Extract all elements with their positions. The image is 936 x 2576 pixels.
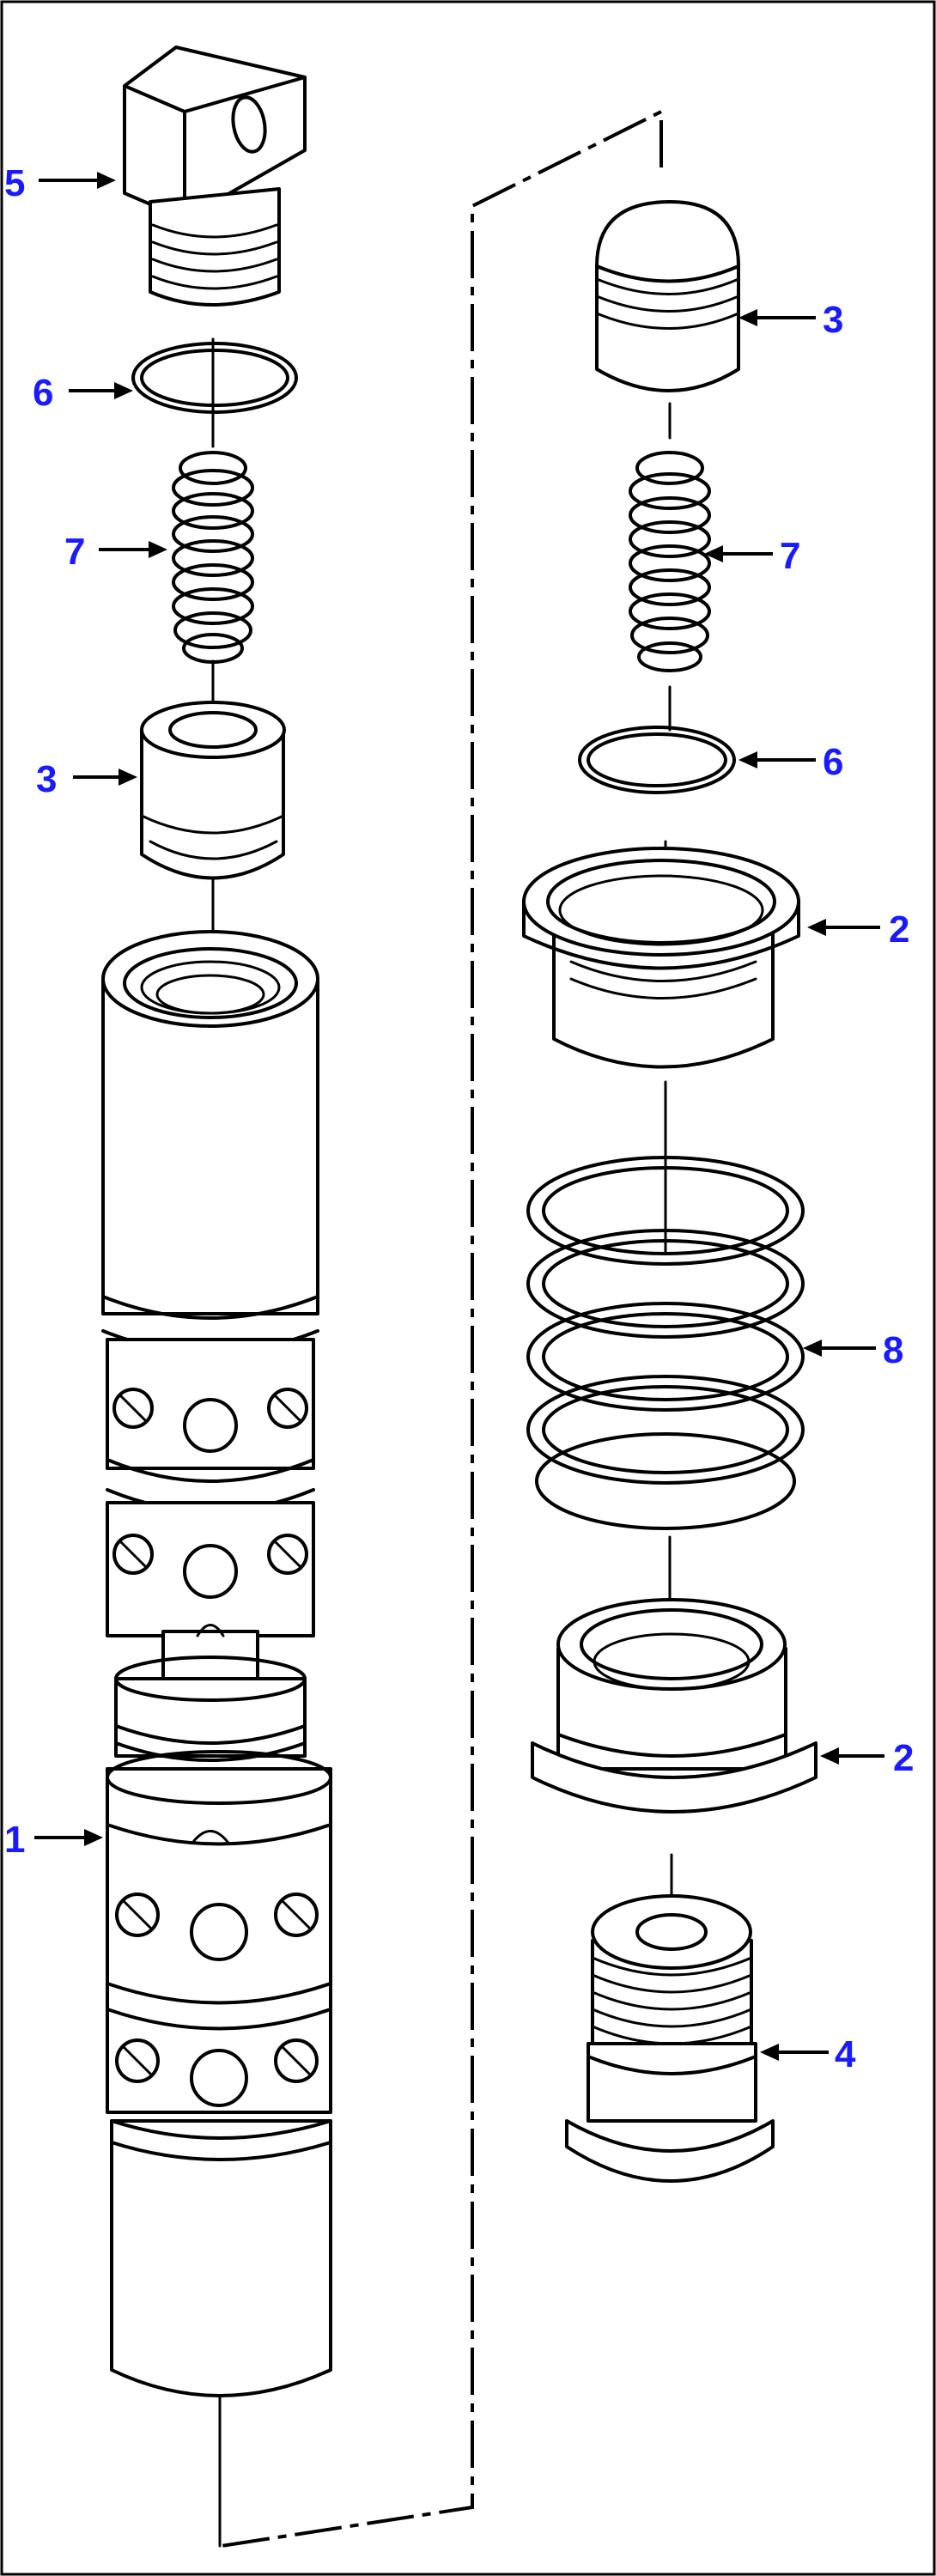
callout-right-3: 3: [823, 299, 843, 341]
part-4-threaded-plug: [565, 1894, 775, 2183]
callout-left-1: 1: [4, 1819, 25, 1861]
part-1-spool: [101, 930, 332, 2397]
callout-left-5: 5: [4, 162, 25, 204]
callout-right-2-bottom: 2: [893, 1737, 914, 1779]
leader-lines: [34, 172, 884, 2061]
part-7-spring-right: [629, 451, 711, 672]
part-6-oring-right: [578, 726, 736, 794]
part-5-plug: [123, 46, 307, 307]
part-2-cup-top: [522, 847, 800, 1069]
callout-right-7: 7: [780, 535, 800, 577]
part-8-wave-spring: [526, 1156, 805, 1530]
callout-left-7: 7: [64, 531, 85, 573]
callout-right-6: 6: [823, 741, 843, 783]
part-2-cup-bottom: [531, 1598, 817, 1814]
callout-right-2-top: 2: [889, 908, 909, 951]
explode-path: [221, 108, 663, 2548]
callout-left-6: 6: [33, 372, 53, 414]
callout-left-3: 3: [36, 758, 57, 800]
part-7-spring-left: [172, 451, 254, 664]
callout-right-8: 8: [883, 1329, 903, 1371]
part-3-cap-right: [595, 200, 740, 392]
callout-right-4: 4: [835, 2033, 856, 2075]
callouts: 5 6 7 3 1 3 7 6 2 8 2 4: [4, 162, 914, 2075]
part-3-valve-left: [140, 701, 286, 880]
part-6-oring-left: [131, 342, 298, 414]
